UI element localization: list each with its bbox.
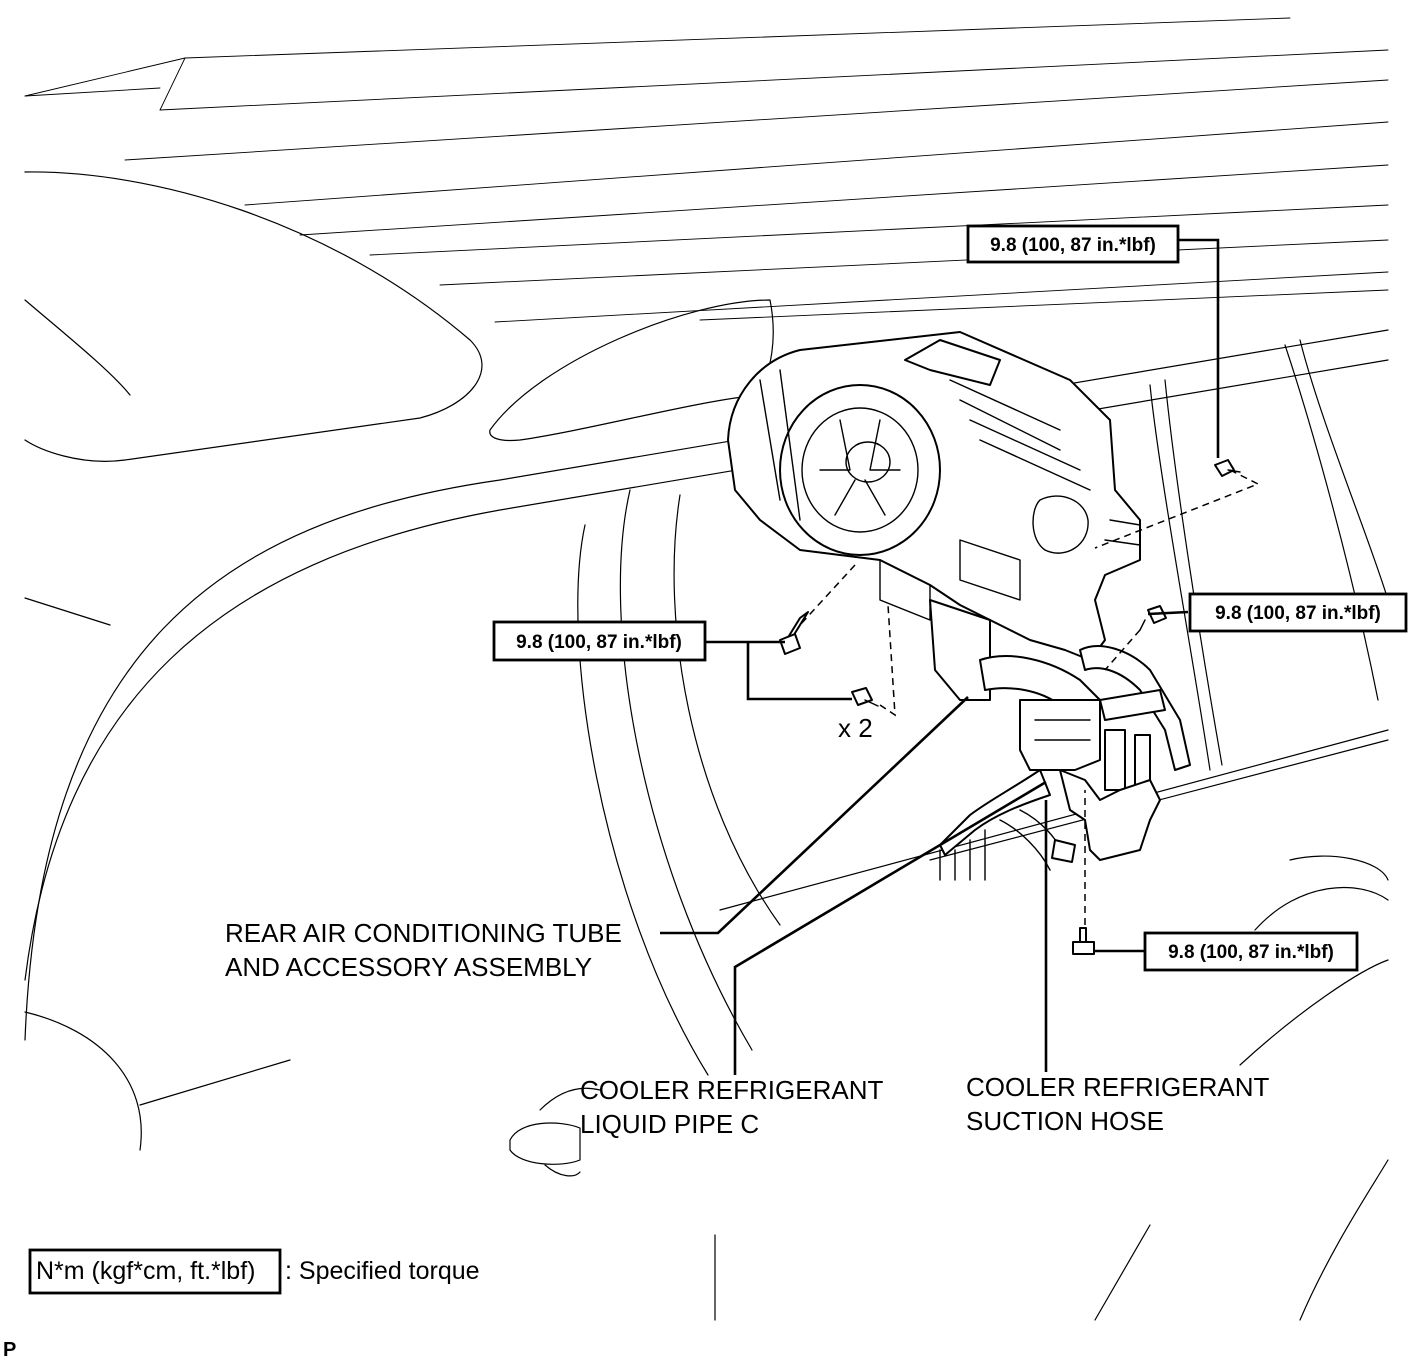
torque-spec-top-right: 9.8 (100, 87 in.*lbf) <box>966 224 1180 264</box>
part-label-line2: LIQUID PIPE C <box>580 1109 759 1139</box>
fasteners <box>779 459 1241 955</box>
corner-mark: P <box>3 1339 16 1361</box>
torque-value: 9.8 (100, 87 in.*lbf) <box>516 632 682 653</box>
torque-spec-right: 9.8 (100, 87 in.*lbf) <box>1188 592 1408 633</box>
leader-lines <box>660 238 1220 1075</box>
torque-spec-left: 9.8 (100, 87 in.*lbf) <box>492 620 707 662</box>
legend-units: N*m (kgf*cm, ft.*lbf) <box>36 1257 255 1285</box>
legend-description: : Specified torque <box>285 1257 480 1285</box>
callout-suction-hose: COOLER REFRIGERANT SUCTION HOSE <box>966 1072 1269 1136</box>
bolt-icon <box>1139 605 1167 631</box>
callout-liquid-pipe: COOLER REFRIGERANT LIQUID PIPE C <box>580 1075 883 1139</box>
rear-ac-unit <box>727 331 1141 701</box>
torque-spec-bottom: 9.8 (100, 87 in.*lbf) <box>1143 931 1359 972</box>
part-label-line1: COOLER REFRIGERANT <box>966 1072 1269 1102</box>
torque-legend: N*m (kgf*cm, ft.*lbf) : Specified torque <box>28 1248 480 1295</box>
bolt-icon <box>1214 459 1241 477</box>
part-label-line2: SUCTION HOSE <box>966 1106 1164 1136</box>
torque-value: 9.8 (100, 87 in.*lbf) <box>1168 942 1334 963</box>
torque-value: 9.8 (100, 87 in.*lbf) <box>990 235 1156 256</box>
bolt-icon <box>779 611 809 655</box>
bolt-icon <box>851 687 879 707</box>
torque-value: 9.8 (100, 87 in.*lbf) <box>1215 603 1381 624</box>
callout-ac-tube-assembly: REAR AIR CONDITIONING TUBE AND ACCESSORY… <box>225 918 622 982</box>
installation-dashed-lines <box>799 469 1260 925</box>
part-label-line1: COOLER REFRIGERANT <box>580 1075 883 1105</box>
quantity-label: x 2 <box>838 713 873 743</box>
part-label-line2: AND ACCESSORY ASSEMBLY <box>225 952 592 982</box>
vehicle-body-outline <box>24 17 1389 1321</box>
part-label-line1: REAR AIR CONDITIONING TUBE <box>225 918 622 948</box>
bolt-icon <box>1072 927 1095 955</box>
